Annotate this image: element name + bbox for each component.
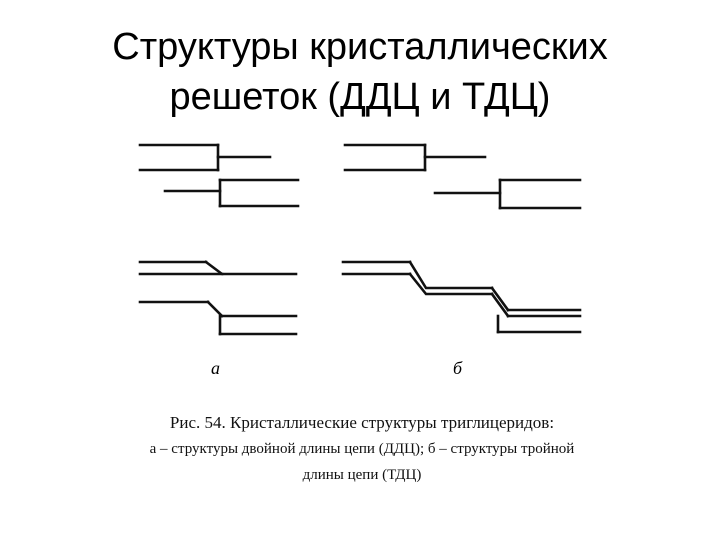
- crystal-structures-figure: а б: [110, 122, 620, 412]
- caption-line-1: Рис. 54. Кристаллические структуры тригл…: [169, 413, 555, 432]
- caption-line-3: длины цепи (ТДЦ): [302, 467, 422, 483]
- ddc-structure-upper-a: [138, 143, 300, 208]
- caption-line-2: а – структуры двойной длины цепи (ДДЦ); …: [149, 441, 575, 457]
- slide-title-line-1: Структуры кристаллических: [112, 26, 608, 68]
- figure-caption: Рис. 54. Кристаллические структуры тригл…: [112, 410, 612, 488]
- tdc-structure-upper-b: [343, 143, 582, 210]
- ddc-structure-lower-a: [138, 260, 298, 336]
- sublabel-a: а: [211, 358, 220, 378]
- crystal-structures-drawing: [138, 143, 582, 336]
- sublabel-b: б: [453, 358, 463, 378]
- slide-title-line-2: решеток (ДДЦ и ТДЦ): [169, 76, 551, 118]
- tdc-structure-lower-b: [341, 260, 582, 334]
- slide-title: Структуры кристаллических решеток (ДДЦ и…: [0, 22, 720, 122]
